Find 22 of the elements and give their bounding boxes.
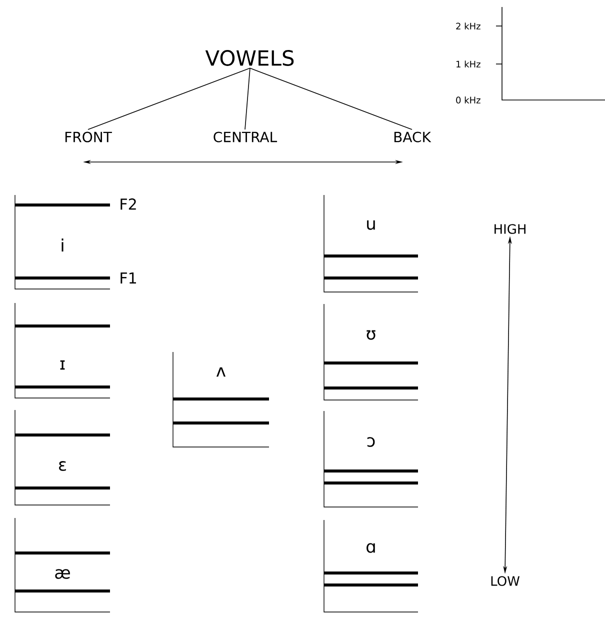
formant-panel: u [324,194,418,292]
formant-panel: i [14,194,110,290]
category-label: FRONT [65,132,112,142]
connector-line [88,68,250,130]
scale-label: 1 kHz [456,60,480,68]
category-label: BACK [394,132,432,142]
formant-panel: ʌ [172,352,270,448]
formant-panel: ɔ [324,410,418,508]
formant-panel: ɪ [14,302,110,398]
formant-panel: ʊ [324,304,418,400]
category-label: VOWELS [205,50,294,66]
category-label: CENTRAL [214,132,278,142]
formant-panel: æ [14,518,110,612]
scale-label: 0 kHz [456,96,480,104]
category-label: LOW [491,576,520,586]
formant-panel: ɑ [324,520,418,612]
category-label: HIGH [494,224,526,234]
formant-panel: ɛ [14,410,110,506]
scale-label: 2 kHz [456,22,480,30]
connector-line [244,68,250,130]
formant-label: F1 [120,272,136,284]
connector-line [250,68,412,130]
